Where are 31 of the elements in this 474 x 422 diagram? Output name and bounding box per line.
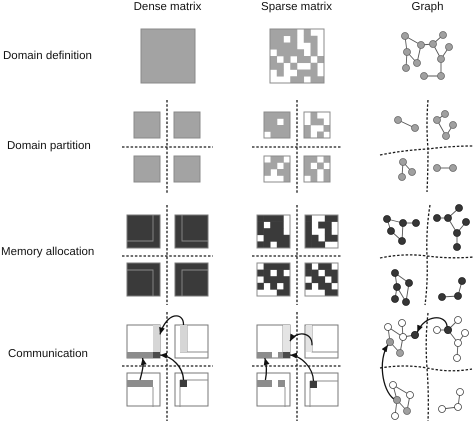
column-header: Graph xyxy=(412,0,444,14)
arrow xyxy=(289,333,313,346)
graph-vertex xyxy=(444,326,452,334)
row-label: Domain definition xyxy=(3,49,92,63)
row-label: Memory allocation xyxy=(1,245,94,259)
matrix-strip xyxy=(180,325,187,352)
matrix-strip xyxy=(127,380,153,387)
matrix-strip xyxy=(283,325,290,352)
graph-vertex xyxy=(411,331,419,339)
arrow xyxy=(160,353,184,380)
row-label: Communication xyxy=(8,347,88,361)
matrix-cell xyxy=(310,381,317,388)
matrix-strip xyxy=(257,352,283,358)
arrow xyxy=(139,358,147,380)
matrix-strip xyxy=(153,325,160,352)
arrow xyxy=(264,358,270,380)
graph-vertex xyxy=(393,396,401,404)
column-header: Dense matrix xyxy=(134,0,202,14)
matrix-cell xyxy=(153,352,160,358)
column-header: Sparse matrix xyxy=(261,0,332,14)
matrix-cell xyxy=(180,380,187,387)
arrow xyxy=(382,344,394,400)
arrow xyxy=(416,317,448,332)
row-label: Domain partition xyxy=(7,139,91,153)
matrix-strip xyxy=(257,380,285,387)
graph-vertex xyxy=(386,338,394,346)
arrow xyxy=(159,315,184,335)
matrix-strip xyxy=(306,325,312,352)
arrow xyxy=(290,353,314,382)
matrix-strip xyxy=(127,352,153,358)
matrix-cell xyxy=(283,352,290,358)
